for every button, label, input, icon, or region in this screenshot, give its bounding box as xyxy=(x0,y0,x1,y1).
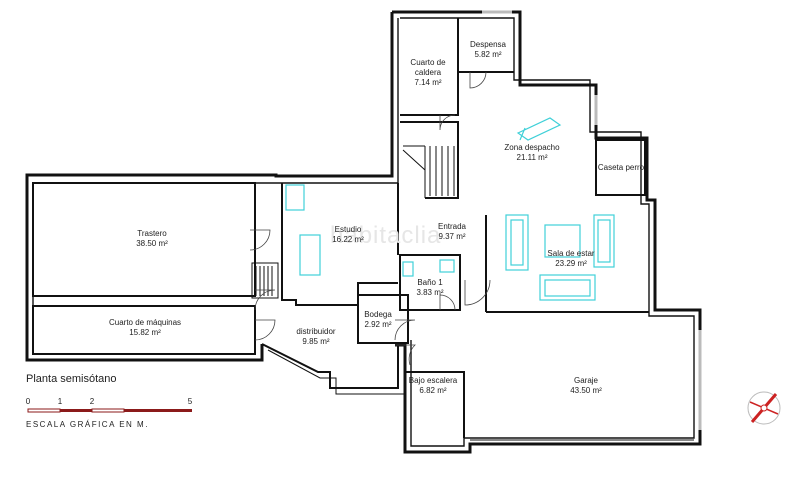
room-label-cuarto-maquinas: Cuarto de máquinas 15.82 m² xyxy=(109,318,181,338)
room-label-zona-despacho: Zona despacho 21.11 m² xyxy=(504,143,559,163)
door-swings xyxy=(249,71,491,366)
room-area: 16.22 m² xyxy=(332,235,364,244)
room-name: Estudio xyxy=(334,225,362,234)
scale-tick: 2 xyxy=(89,397,95,406)
coffee-table xyxy=(544,224,581,258)
room-name: Sala de estar xyxy=(547,249,595,258)
room-label-estudio: Estudio 16.22 m² xyxy=(332,225,364,245)
room-name: Zona despacho xyxy=(504,143,560,152)
room-area: 7.14 m² xyxy=(414,78,442,87)
door-estudio xyxy=(249,229,271,251)
room-name: Bodega xyxy=(364,310,392,319)
wall-caseta-perro xyxy=(595,139,646,196)
wall-west-wing xyxy=(25,12,394,362)
door-entrada xyxy=(464,279,491,306)
room-label-bajo-escalera: Bajo escalera 6.82 m² xyxy=(409,376,457,396)
wall-west-wing-inner xyxy=(32,18,399,355)
wall-distribuidor-south-inner xyxy=(267,349,404,395)
watermark: habitaclia xyxy=(330,222,442,249)
toilet xyxy=(402,261,414,277)
scale-tick: 5 xyxy=(187,397,193,406)
sofa-south-inner xyxy=(544,279,591,297)
room-name: Garaje xyxy=(573,376,599,385)
scale-bar-segment xyxy=(27,408,61,413)
door-bano xyxy=(439,294,456,311)
door-caldera xyxy=(439,114,456,131)
room-label-bano-1: Baño 1 3.83 m² xyxy=(416,278,443,298)
wall-distribuidor-south xyxy=(261,343,399,389)
room-label-distribuidor: distribuidor 9.85 m² xyxy=(296,327,335,347)
desk xyxy=(516,117,562,141)
room-name: Trastero xyxy=(137,229,167,238)
room-name: Cuarto de caldera xyxy=(410,58,446,77)
wall-cuarto-maquinas xyxy=(32,305,256,355)
room-label-despensa: Despensa 5.82 m² xyxy=(470,40,506,60)
room-name: Caseta perro xyxy=(597,163,645,172)
room-label-entrada: Entrada 9.37 m² xyxy=(438,222,466,242)
wall-bajo-escalera xyxy=(405,371,465,438)
shelf-estudio xyxy=(285,184,305,211)
sofa-west xyxy=(505,214,529,271)
wall-trastero xyxy=(32,182,256,297)
room-label-garaje: Garaje 43.50 m² xyxy=(570,376,602,396)
sofa-east-inner xyxy=(597,219,611,263)
room-area: 38.50 m² xyxy=(136,239,168,248)
room-area: 9.85 m² xyxy=(302,337,330,346)
room-name: Bajo escalera xyxy=(408,376,458,385)
wall-bano xyxy=(399,254,461,311)
scale-bar-segment xyxy=(91,408,125,413)
room-name: Cuarto de máquinas xyxy=(108,318,182,327)
door-despensa xyxy=(469,71,487,89)
wall-north-block xyxy=(392,10,702,454)
room-area: 43.50 m² xyxy=(570,386,602,395)
room-area: 2.92 m² xyxy=(364,320,392,329)
room-area: 5.82 m² xyxy=(474,50,502,59)
plan-title: Planta semisótano xyxy=(26,373,117,385)
room-label-cuarto-caldera: Cuarto de caldera 7.14 m² xyxy=(403,58,453,88)
desk-estudio xyxy=(299,234,321,276)
door-trastero xyxy=(254,289,276,311)
wall-estudio xyxy=(281,183,398,306)
scale-tick: 1 xyxy=(57,397,63,406)
furniture xyxy=(285,117,615,301)
room-area: 9.37 m² xyxy=(438,232,466,241)
sofa-west-inner xyxy=(510,219,524,266)
room-name: Baño 1 xyxy=(417,278,443,287)
sofa-south xyxy=(539,274,596,301)
stair-central xyxy=(400,121,459,199)
scale-tick: 0 xyxy=(25,397,31,406)
door-bajo-escalera xyxy=(395,344,416,366)
room-area: 15.82 m² xyxy=(129,328,161,337)
room-area: 23.29 m² xyxy=(555,259,587,268)
wall-north-block-inner xyxy=(400,17,695,447)
room-label-trastero: Trastero 38.50 m² xyxy=(136,229,168,249)
door-maquinas xyxy=(254,319,276,341)
scale-caption: ESCALA GRÁFICA EN M. xyxy=(26,420,149,429)
room-label-sala-estar: Sala de estar 23.29 m² xyxy=(547,249,594,269)
walls xyxy=(25,10,702,454)
door-bodega xyxy=(394,319,416,341)
room-name: Entrada xyxy=(437,222,467,231)
room-name: Despensa xyxy=(469,40,507,49)
room-label-caseta-perro: Caseta perro xyxy=(598,163,644,173)
room-area: 6.82 m² xyxy=(419,386,447,395)
stair-west xyxy=(251,262,279,299)
room-area: 3.83 m² xyxy=(416,288,444,297)
wall-bodega xyxy=(357,294,409,344)
scale-bar xyxy=(27,408,192,413)
sink xyxy=(439,259,455,273)
sofa-east xyxy=(593,214,615,268)
compass-icon xyxy=(747,391,781,425)
room-name: distribuidor xyxy=(296,327,336,336)
room-label-bodega: Bodega 2.92 m² xyxy=(364,310,392,330)
room-area: 21.11 m² xyxy=(516,153,548,162)
